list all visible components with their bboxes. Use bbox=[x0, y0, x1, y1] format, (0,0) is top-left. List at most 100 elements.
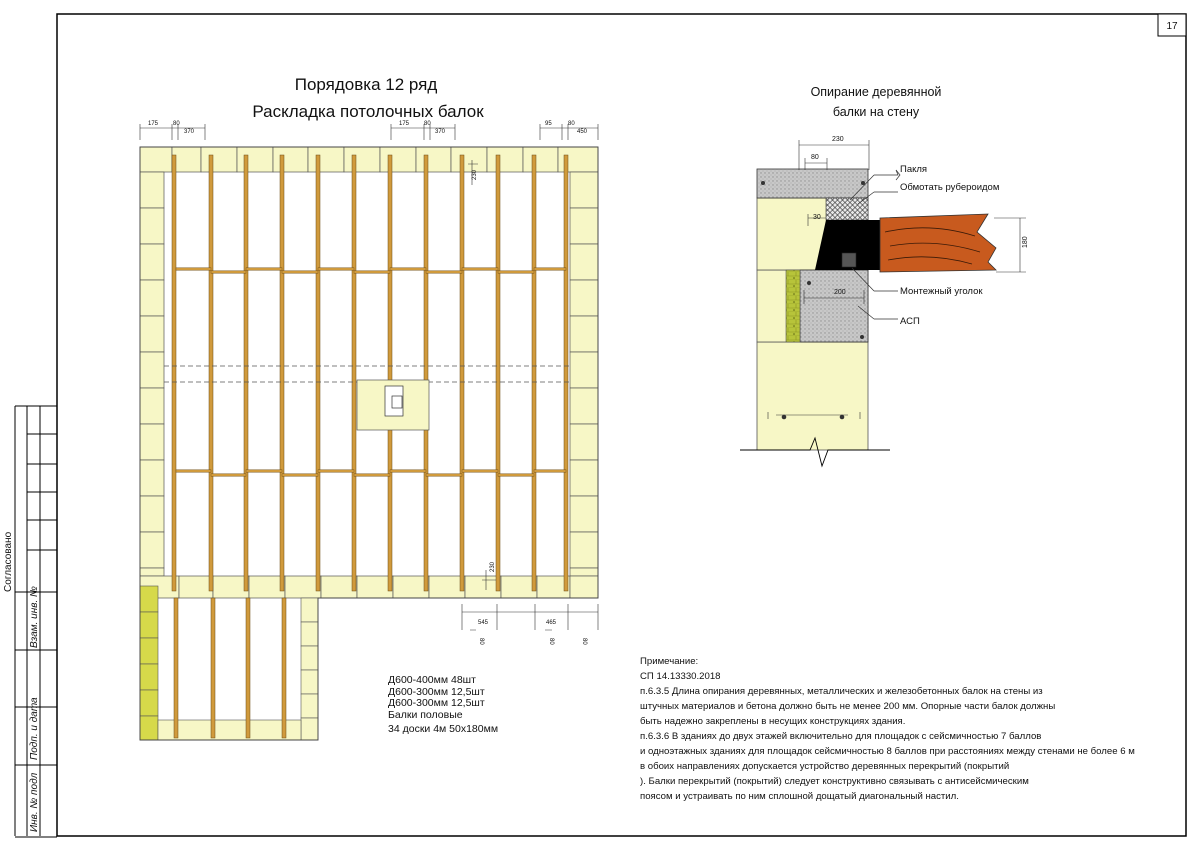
wall-block bbox=[139, 567, 165, 577]
dim-370-left: 370 bbox=[184, 129, 195, 135]
legend-line: Д600-300мм 12,5шт bbox=[388, 697, 485, 709]
wall-block bbox=[569, 315, 599, 353]
wall-block bbox=[320, 575, 358, 599]
plan-annex-interior bbox=[179, 598, 301, 740]
wall-block bbox=[569, 575, 599, 599]
note-line: Примечание: bbox=[640, 656, 699, 667]
annex-wall-block bbox=[300, 621, 319, 647]
wall-block bbox=[307, 146, 345, 173]
beam-support-detail bbox=[740, 140, 1026, 468]
floor-beam bbox=[531, 154, 537, 592]
bolt-2 bbox=[839, 414, 845, 420]
dim-80-b3: 80 bbox=[581, 638, 587, 645]
wall-block bbox=[139, 387, 165, 425]
dim-465: 465 bbox=[546, 620, 557, 626]
bridging bbox=[389, 267, 427, 271]
dim-80-left: 80 bbox=[173, 121, 180, 127]
bridging bbox=[389, 469, 427, 473]
annex-wall-block bbox=[139, 585, 159, 613]
wall-block bbox=[139, 495, 165, 533]
annex-wall-block bbox=[139, 689, 159, 717]
detail-labels: Пакля Обмотать рубероидом Монтежный угол… bbox=[900, 164, 999, 327]
wall-block bbox=[522, 146, 559, 173]
annex-wall-block bbox=[300, 669, 319, 695]
note-line: быть надежно закреплены в несущих констр… bbox=[640, 716, 906, 727]
side-stamp bbox=[14, 405, 58, 838]
detail-title-line2: балки на стену bbox=[833, 105, 920, 119]
wall-block bbox=[428, 575, 466, 599]
wall-block bbox=[139, 279, 165, 317]
bridging bbox=[210, 270, 247, 274]
wall-block bbox=[178, 575, 214, 599]
mounting-angle bbox=[841, 252, 857, 268]
stamp-inv: Инв. № подл bbox=[29, 772, 40, 832]
plan-dimension-lines bbox=[139, 124, 599, 631]
annex-wall-block bbox=[157, 719, 302, 741]
annex-wall-block bbox=[300, 693, 319, 719]
legend-line: 34 доски 4м 50х180мм bbox=[388, 723, 499, 735]
wall-block bbox=[569, 351, 599, 389]
wall-block-lower bbox=[756, 341, 869, 451]
wall-block bbox=[139, 459, 165, 497]
wall-block bbox=[212, 575, 250, 599]
annex-wall-block bbox=[139, 715, 159, 741]
wall-block bbox=[343, 146, 381, 173]
bridging bbox=[353, 473, 391, 477]
material-legend: Д600-400мм 48шт Д600-300мм 12,5шт Д600-3… bbox=[388, 674, 499, 736]
label-asp: АСП bbox=[900, 316, 920, 327]
plan-title-line2: Раскладка потолочных балок bbox=[252, 102, 484, 121]
bolt-6 bbox=[860, 335, 864, 339]
bridging bbox=[245, 267, 283, 271]
dim-detail-200: 200 bbox=[834, 289, 846, 296]
dim-175-mid: 175 bbox=[399, 121, 410, 127]
wall-block bbox=[139, 171, 165, 209]
legend-line: Балки половые bbox=[388, 708, 463, 721]
wall-block bbox=[379, 146, 417, 173]
dim-230-bottom: 230 bbox=[490, 561, 496, 572]
floor-beam bbox=[210, 597, 216, 739]
wall-block bbox=[139, 207, 165, 245]
wall-block bbox=[392, 575, 430, 599]
bridging bbox=[317, 267, 355, 271]
dim-230-top: 230 bbox=[472, 169, 478, 180]
wall-block bbox=[486, 146, 524, 173]
dim-detail-180: 180 bbox=[1022, 236, 1029, 248]
note-line: ). Балки перекрытий (покрытий) следует к… bbox=[640, 776, 1029, 787]
floor-beam bbox=[387, 154, 393, 592]
bridging bbox=[425, 270, 463, 274]
legend-line: Д600-300мм 12,5шт bbox=[388, 685, 485, 698]
bridging bbox=[353, 270, 391, 274]
dim-detail-230: 230 bbox=[832, 136, 844, 143]
dim-detail-80: 80 bbox=[811, 154, 819, 161]
stamp-soglasovano: Согласовано bbox=[3, 531, 14, 592]
bridging bbox=[210, 473, 247, 477]
chimney-flue bbox=[391, 395, 403, 409]
bridging bbox=[497, 473, 535, 477]
annex-wall-block bbox=[300, 645, 319, 671]
note-line: поясом и устраивать по ним сплошной доща… bbox=[640, 791, 959, 802]
dim-detail-30: 30 bbox=[813, 214, 821, 221]
floor-beam bbox=[279, 154, 285, 592]
wall-block bbox=[569, 531, 599, 569]
stamp-podp: Подп. и дата bbox=[29, 697, 40, 760]
annex-wall-block bbox=[139, 637, 159, 665]
wall-block bbox=[569, 243, 599, 281]
annex-wall-block bbox=[300, 717, 319, 741]
wall-block bbox=[139, 423, 165, 461]
roofing-wrap bbox=[815, 220, 880, 270]
note-line: в обоих направлениях допускается устройс… bbox=[640, 761, 1010, 772]
plan-title-line1: Порядовка 12 ряд bbox=[295, 75, 438, 94]
wall-block bbox=[464, 575, 502, 599]
wall-block bbox=[356, 575, 394, 599]
floor-beam bbox=[351, 154, 357, 592]
page-number-box: 17 bbox=[1157, 13, 1187, 37]
wall-block bbox=[284, 575, 322, 599]
dim-80-right: 80 bbox=[568, 121, 575, 127]
note-line: п.6.3.6 В зданиях до двух этажей включит… bbox=[640, 731, 1042, 742]
wall-block bbox=[500, 575, 538, 599]
dim-545: 545 bbox=[478, 620, 489, 626]
wall-block bbox=[569, 459, 599, 497]
floor-beam bbox=[281, 597, 287, 739]
plan-interior bbox=[164, 172, 570, 576]
